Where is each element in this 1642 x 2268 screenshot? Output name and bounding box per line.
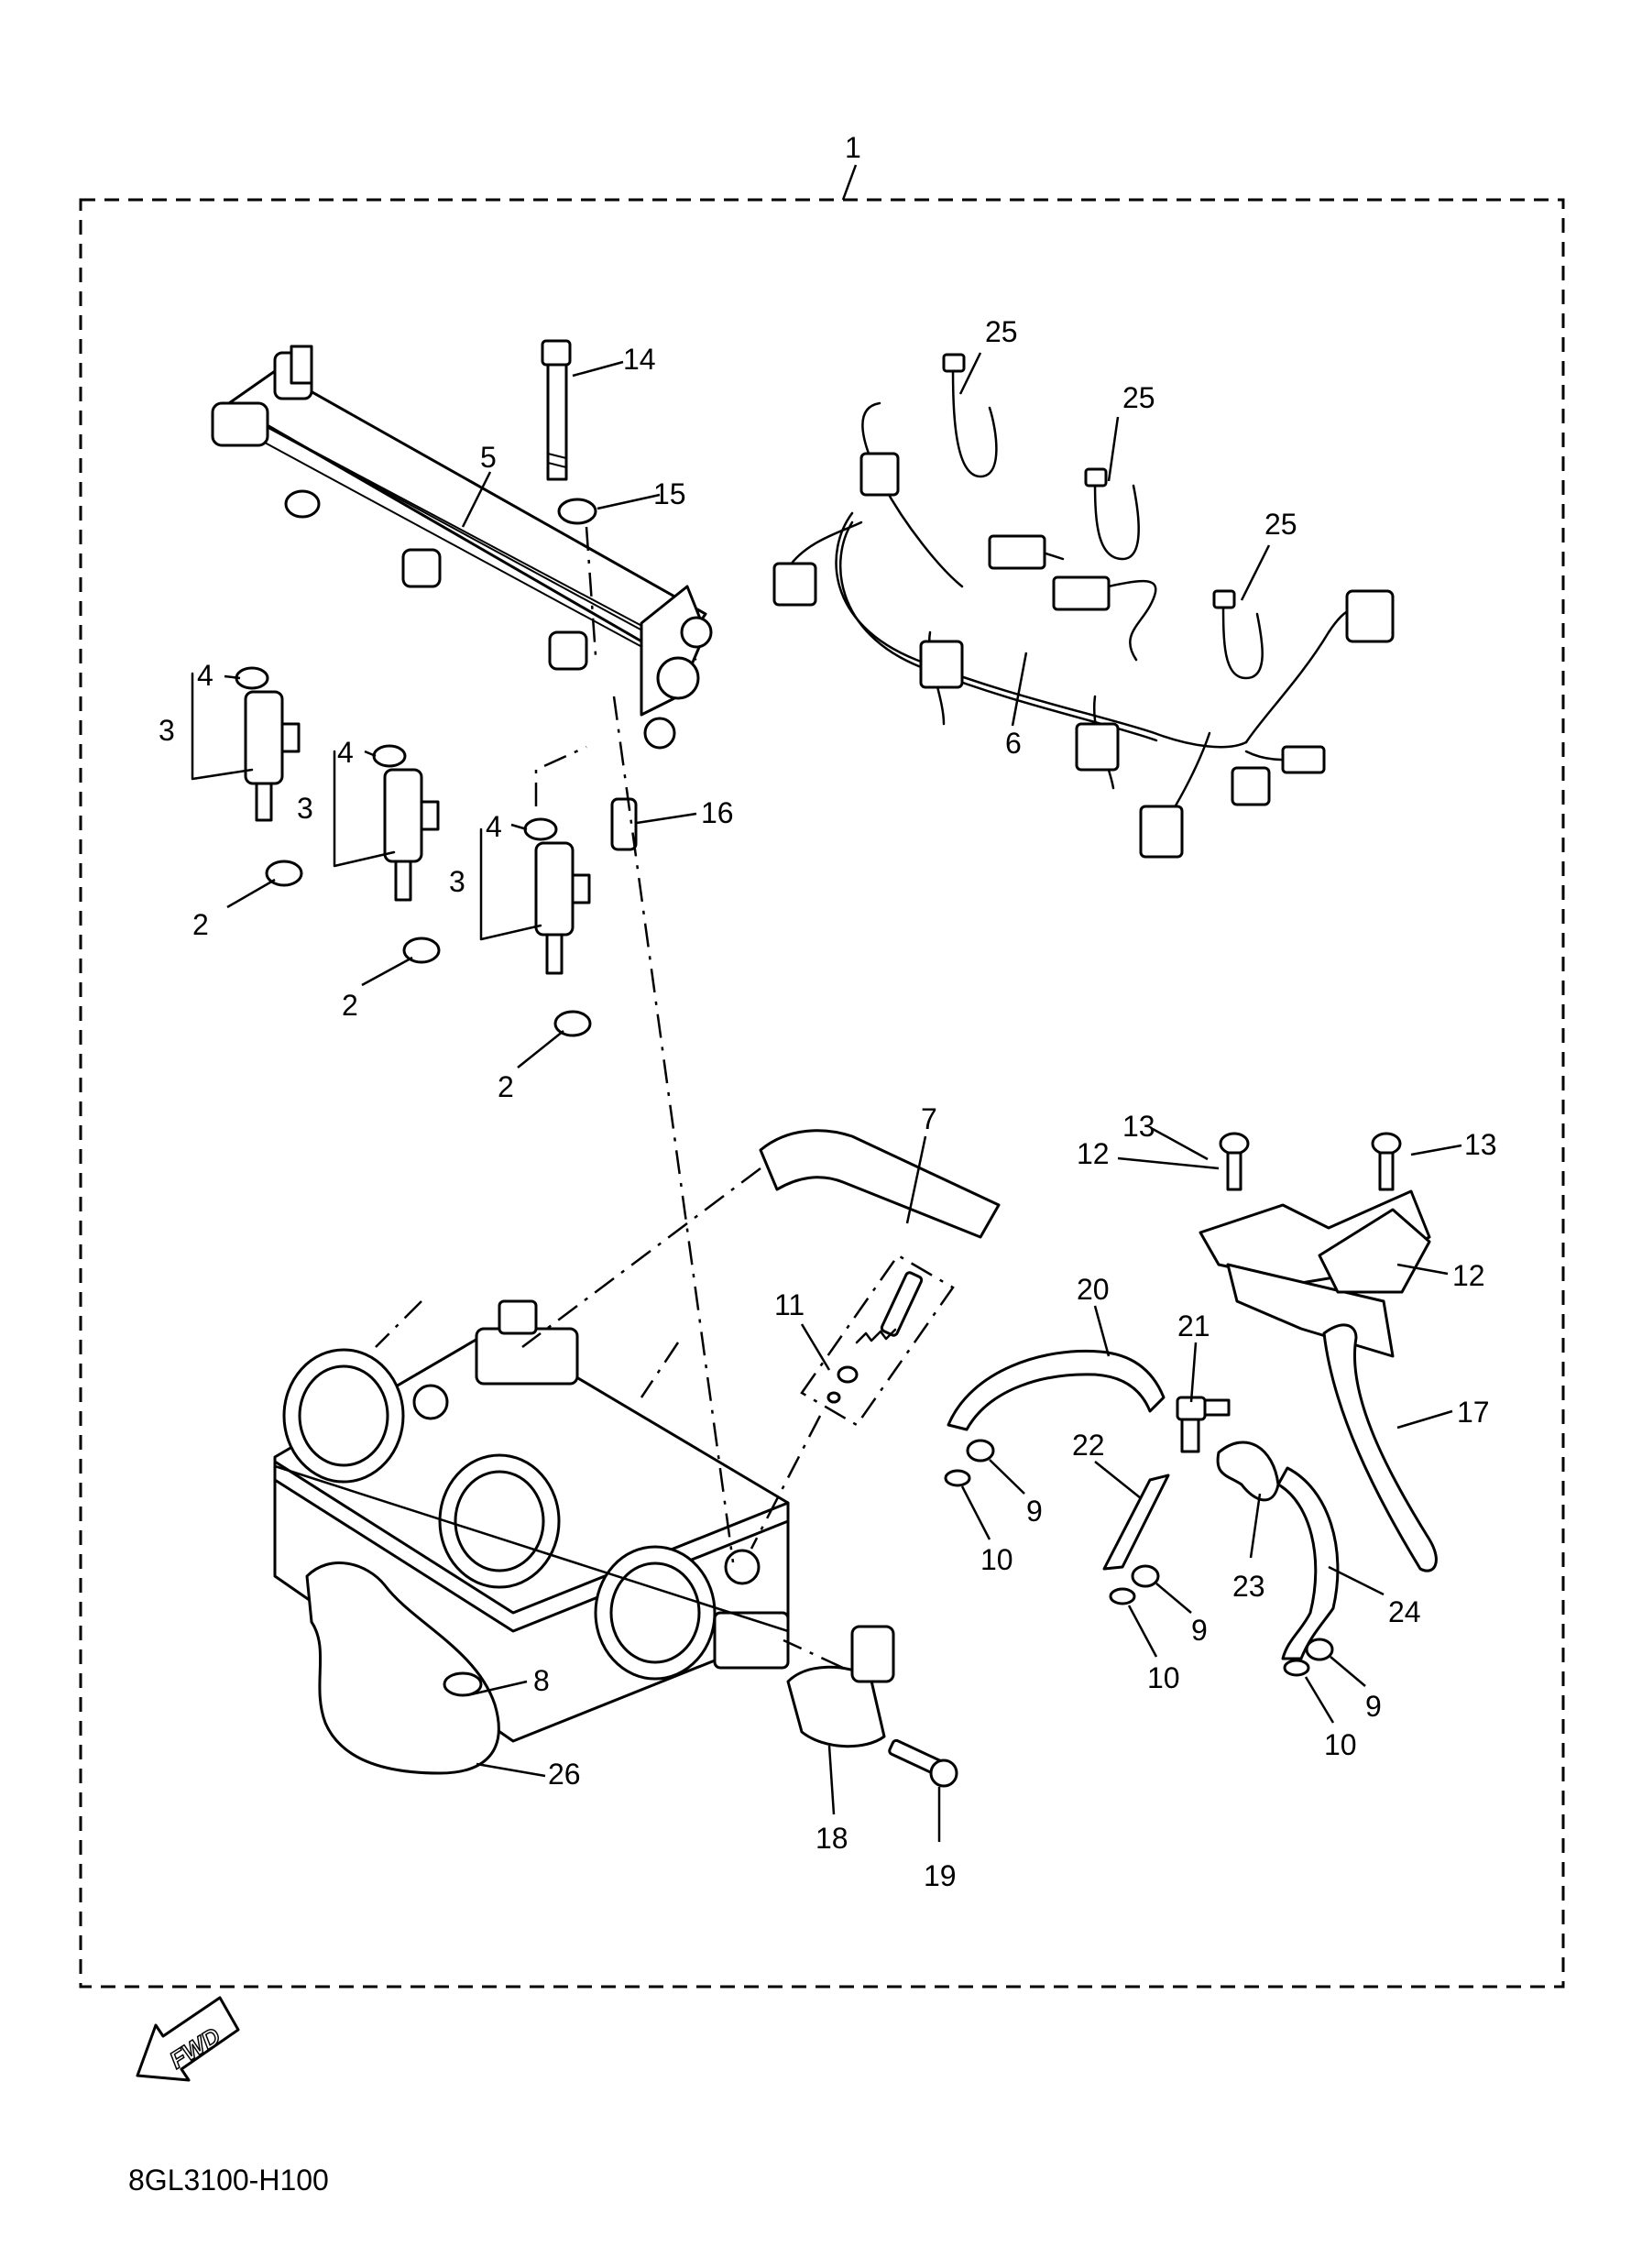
injector-middle	[372, 744, 441, 964]
callout-1: 1	[845, 131, 861, 164]
callout-11: 11	[774, 1288, 805, 1321]
hose-26	[305, 1561, 500, 1775]
cap-9-a	[966, 1439, 995, 1463]
clip-10-a	[944, 1469, 971, 1487]
callout-13: 13	[1464, 1128, 1497, 1161]
callout-13: 13	[1122, 1110, 1155, 1143]
callout-10: 10	[980, 1543, 1013, 1576]
callout-14: 14	[623, 343, 656, 376]
callout-8: 8	[533, 1664, 550, 1697]
clamp-25-b	[1093, 475, 1140, 561]
clamp-25-c	[1221, 598, 1264, 680]
callout-10: 10	[1147, 1661, 1180, 1694]
callout-3: 3	[297, 792, 313, 825]
hose-23	[1216, 1441, 1280, 1502]
callout-26: 26	[548, 1758, 581, 1791]
callout-25: 25	[1122, 381, 1155, 414]
clip-10-b	[1109, 1587, 1136, 1605]
throttle-sensor-18	[786, 1625, 895, 1748]
hose-7	[759, 1129, 1001, 1239]
callout-2: 2	[498, 1070, 514, 1103]
screw-set-11	[800, 1254, 955, 1427]
clamp-25-a	[951, 360, 998, 478]
callout-4: 4	[337, 736, 354, 769]
cap-9-b	[1131, 1564, 1160, 1588]
callout-9: 9	[1191, 1614, 1208, 1647]
callout-12: 12	[1077, 1137, 1110, 1170]
fwd-arrow-icon: FWD	[136, 1996, 240, 2082]
callout-4: 4	[486, 810, 502, 843]
callout-9: 9	[1026, 1495, 1043, 1528]
washer-15	[557, 498, 597, 525]
callout-18: 18	[816, 1822, 848, 1855]
callout-3: 3	[159, 714, 175, 747]
callout-15: 15	[653, 477, 686, 510]
hose-24	[1276, 1466, 1340, 1660]
joint-21	[1176, 1396, 1231, 1453]
callout-19: 19	[924, 1859, 957, 1892]
callout-7: 7	[921, 1102, 937, 1135]
injector-left	[235, 666, 303, 887]
callout-6: 6	[1005, 727, 1022, 760]
callout-23: 23	[1232, 1570, 1265, 1603]
callout-12: 12	[1452, 1259, 1485, 1292]
callout-25: 25	[1264, 508, 1297, 541]
cap-9-c	[1305, 1638, 1334, 1661]
callout-10: 10	[1324, 1728, 1357, 1761]
clip-10-c	[1283, 1659, 1310, 1677]
callout-20: 20	[1077, 1273, 1110, 1306]
hose-clip-8	[443, 1671, 483, 1697]
assembly-frame	[79, 198, 1565, 1989]
callout-21: 21	[1177, 1309, 1210, 1342]
collar-16	[610, 797, 638, 851]
callout-2: 2	[192, 908, 209, 941]
wire-harness	[772, 401, 1395, 859]
callout-4: 4	[197, 659, 213, 692]
fuel-rail	[211, 345, 713, 750]
injector-right	[523, 817, 592, 1037]
bolt-13-b	[1371, 1132, 1402, 1191]
bolt-13-a	[1219, 1132, 1250, 1191]
diagram-code: 8GL3100-H100	[128, 2164, 329, 2197]
callout-2: 2	[342, 989, 358, 1022]
bracket-12	[1199, 1189, 1431, 1358]
callout-22: 22	[1072, 1429, 1105, 1462]
callout-17: 17	[1457, 1396, 1490, 1429]
hose-22	[1102, 1474, 1170, 1571]
hose-20	[947, 1349, 1166, 1431]
screw-19	[888, 1738, 958, 1788]
callout-9: 9	[1365, 1690, 1382, 1723]
callout-24: 24	[1388, 1595, 1421, 1628]
callout-25: 25	[985, 315, 1018, 348]
callout-5: 5	[480, 441, 497, 474]
callout-16: 16	[701, 796, 734, 829]
hose-17	[1322, 1323, 1438, 1572]
bolt-14	[541, 339, 572, 481]
callout-3: 3	[449, 865, 465, 898]
